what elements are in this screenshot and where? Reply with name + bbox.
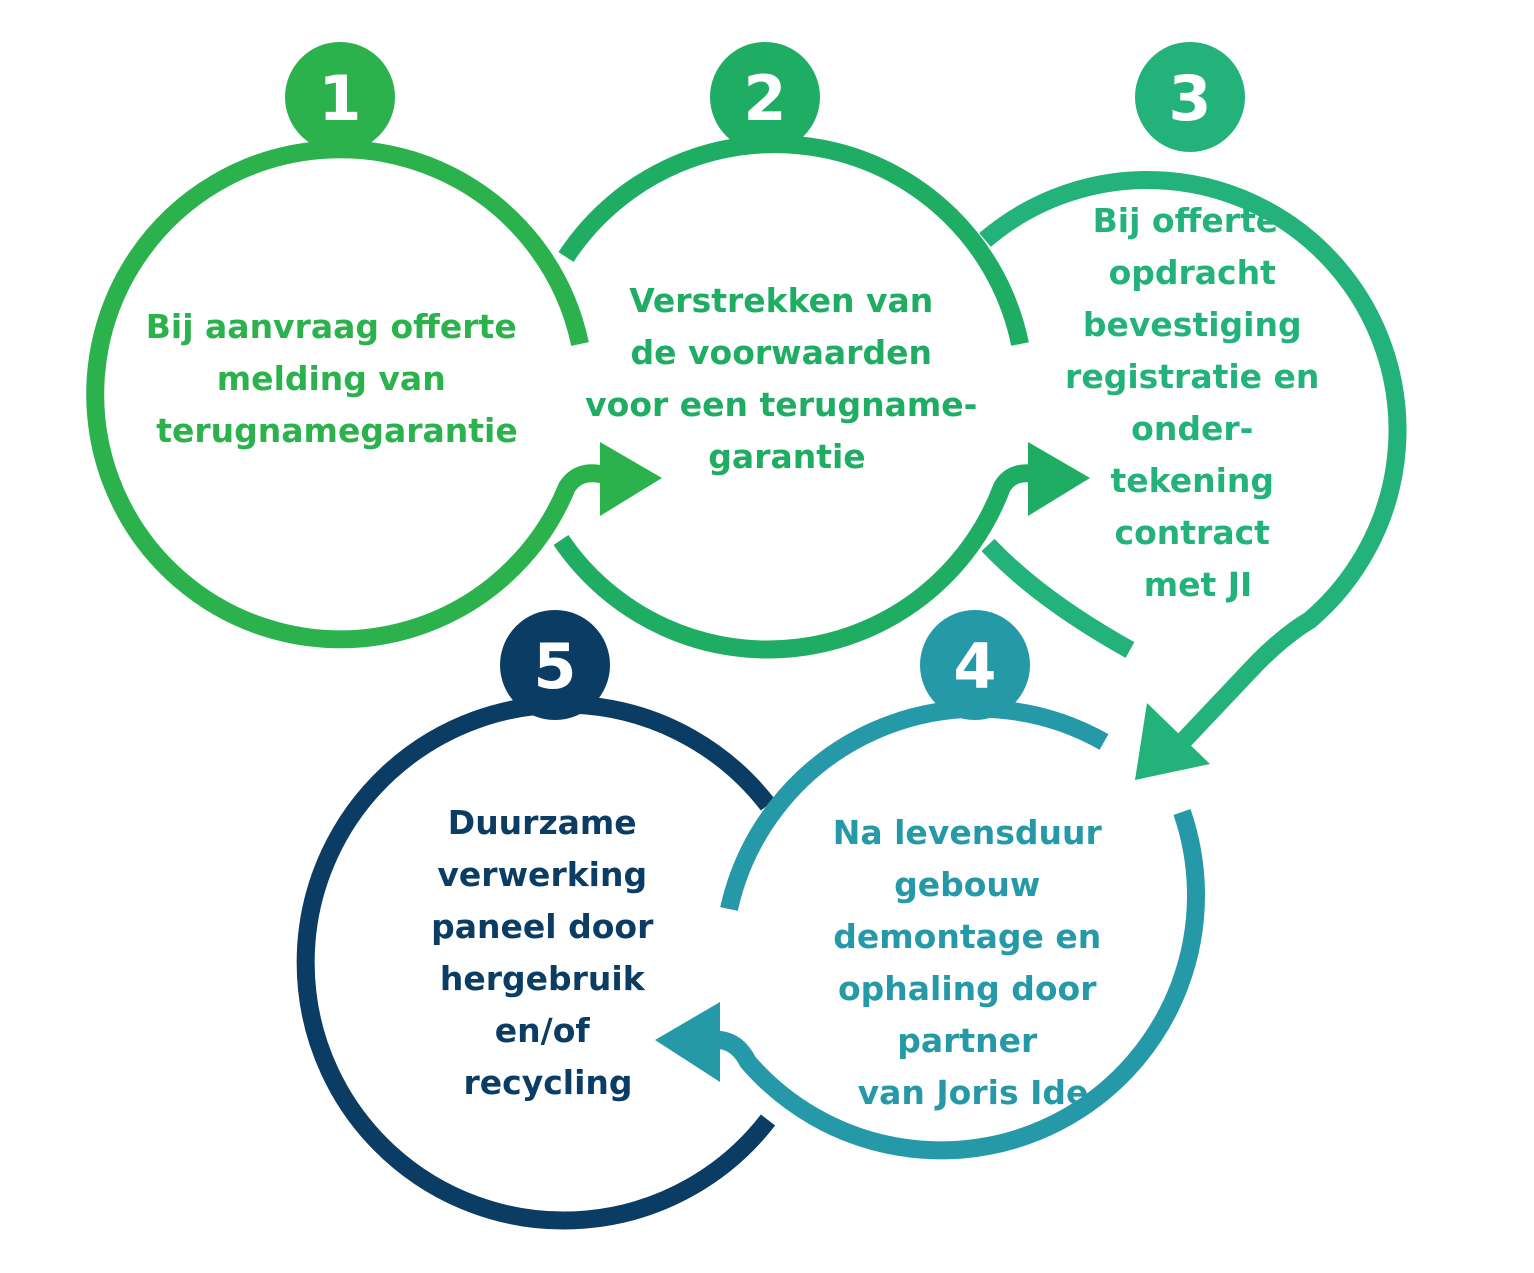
arrow-1-to-2 <box>600 442 662 516</box>
step-5-ring <box>296 695 776 1230</box>
step-5-number: 5 <box>533 630 576 703</box>
step-3: 3 Bij offerte- opdracht bevestiging regi… <box>979 42 1407 780</box>
step-1-text: Bij aanvraag offerte melding van terugna… <box>146 307 528 450</box>
step-5-text: Duurzame verwerking paneel door hergebru… <box>431 803 665 1102</box>
arrow-4-to-5 <box>655 1002 720 1082</box>
step-1-badge <box>285 42 395 152</box>
step-2-ring-bottom <box>553 464 1052 659</box>
step-2-number: 2 <box>743 62 786 135</box>
step-4: 4 Na levensduur gebouw demontage en opha… <box>655 610 1205 1160</box>
step-3-badge <box>1135 42 1245 152</box>
step-3-number: 3 <box>1168 62 1211 135</box>
step-3-ring <box>979 171 1407 762</box>
step-2-ring-top <box>558 135 1029 346</box>
step-1-number: 1 <box>318 62 361 135</box>
step-2-badge <box>710 42 820 152</box>
step-1: 1 Bij aanvraag offerte melding van terug… <box>86 42 662 649</box>
step-5-badge <box>500 610 610 720</box>
step-4-ring-bottom <box>705 809 1205 1160</box>
step-2-text: Verstrekken van de voorwaarden voor een … <box>585 281 989 476</box>
step-3-text: Bij offerte- opdracht bevestiging regist… <box>1065 201 1331 604</box>
step-4-badge <box>920 610 1030 720</box>
step-1-ring <box>86 140 621 649</box>
step-3-ring-lower <box>981 538 1135 658</box>
step-4-text: Na levensduur gebouw demontage en ophali… <box>833 813 1113 1112</box>
arrow-3-to-4 <box>1135 703 1210 780</box>
step-4-ring-top <box>720 699 1109 911</box>
arrow-2-to-3 <box>1028 442 1090 516</box>
step-5: 5 Duurzame verwerking paneel door hergeb… <box>296 610 776 1230</box>
step-4-number: 4 <box>953 630 996 703</box>
step-2: 2 Verstrekken van de voorwaarden voor ee… <box>553 42 1090 659</box>
